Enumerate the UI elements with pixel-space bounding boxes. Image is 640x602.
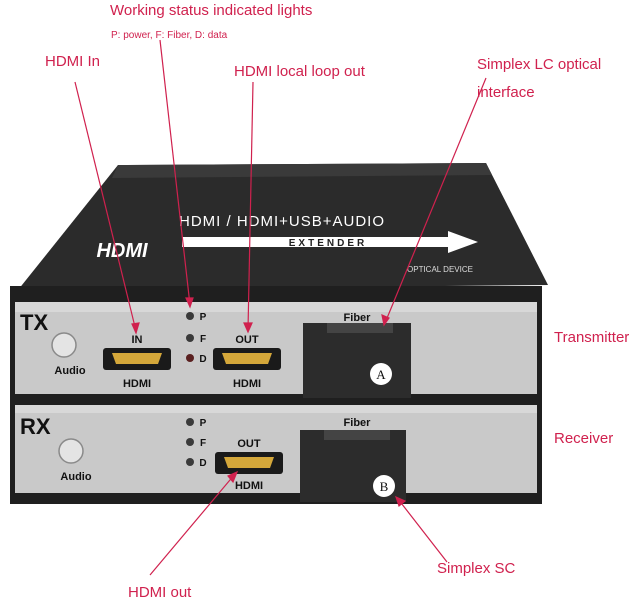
simplex-sc-annotation: Simplex SC	[437, 560, 516, 577]
tx-led-d	[186, 354, 194, 362]
rx-audio-button[interactable]	[58, 438, 84, 464]
tx-led-d-label: D	[199, 354, 206, 365]
tx-in-label: IN	[132, 334, 143, 346]
rx-led-p	[186, 418, 194, 426]
hdmi-loop-out-annotation: HDMI local loop out	[234, 63, 365, 80]
extender-arrow	[182, 231, 478, 253]
pointer-hdmi-out	[149, 473, 236, 576]
rx-out-label: OUT	[237, 438, 261, 450]
pointer-hdmi-in	[74, 81, 137, 332]
tx-led-f	[186, 334, 194, 342]
tx-audio-label: Audio	[54, 365, 85, 377]
rx-port-b-marker	[373, 475, 395, 497]
rx-led-f-label: F	[200, 438, 206, 449]
tx-led-p-label: P	[200, 312, 207, 323]
tx-port-letter: A	[376, 367, 386, 382]
tx-fiber-label: Fiber	[344, 312, 372, 324]
rx-led-d	[186, 458, 194, 466]
hdmi-in-annotation: HDMI In	[45, 53, 101, 70]
hdmi-logo: HDMI	[96, 240, 148, 262]
tx-hdmi-in-label: HDMI	[123, 378, 151, 390]
tx-top-cover	[18, 163, 548, 290]
tx-led-f-label: F	[200, 334, 206, 345]
tx-hdmi-out-label: HDMI	[233, 378, 261, 390]
rx-label: RX	[20, 414, 51, 439]
tx-out-label: OUT	[235, 334, 259, 346]
optical-device-label: OPTICAL DEVICE	[407, 265, 473, 274]
led-legend-annotation: P: power, F: Fiber, D: data	[111, 30, 228, 41]
rx-led-p-label: P	[200, 418, 207, 429]
device-title: HDMI / HDMI+USB+AUDIO	[179, 213, 385, 230]
rx-led-f	[186, 438, 194, 446]
rx-led-d-label: D	[199, 458, 206, 469]
receiver-annotation: Receiver	[554, 430, 614, 447]
rx-audio-label: Audio	[60, 471, 91, 483]
pointer-simplex-sc	[397, 498, 448, 563]
tx-fiber-port[interactable]	[303, 323, 411, 398]
hdmi-out-annotation: HDMI out	[128, 584, 192, 601]
pointer-status-lights	[159, 39, 191, 306]
tx-port-a-marker	[370, 363, 392, 385]
pointer-hdmi-loop-out	[247, 81, 254, 331]
extender-label: EXTENDER	[289, 238, 367, 249]
pointer-simplex-lc	[384, 77, 487, 324]
transmitter-annotation: Transmitter	[554, 329, 630, 346]
tx-led-p	[186, 312, 194, 320]
tx-audio-button[interactable]	[51, 332, 77, 358]
rx-port-letter: B	[380, 479, 389, 494]
simplex-lc-annotation-line1: Simplex LC optical	[477, 56, 602, 73]
rx-front-panel	[15, 405, 537, 493]
tx-label: TX	[20, 310, 48, 335]
rx-fiber-label: Fiber	[344, 417, 372, 429]
rx-hdmi-label: HDMI	[235, 480, 263, 492]
simplex-lc-annotation-line2: interface	[477, 84, 535, 101]
working-status-annotation: Working status indicated lights	[110, 2, 313, 19]
